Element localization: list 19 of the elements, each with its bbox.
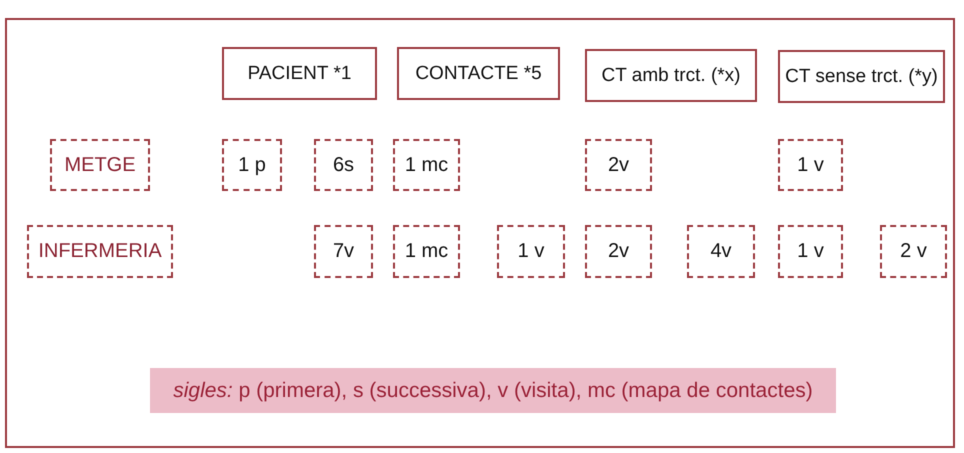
row-header-box: METGE	[50, 139, 150, 191]
abbreviations-note: sigles: p (primera), s (successiva), v (visita), mc (mapa de contactes)	[150, 368, 836, 413]
count-box: 4v	[687, 225, 755, 278]
count-box: 2v	[585, 139, 652, 191]
count-box: 1 p	[222, 139, 282, 191]
column-header-box: PACIENT *1	[222, 47, 377, 100]
column-header-box: CT sense trct. (*y)	[778, 50, 945, 103]
count-box: 1 v	[497, 225, 565, 278]
count-box: 1 mc	[393, 225, 460, 278]
column-header-box: CONTACTE *5	[397, 47, 560, 100]
count-box: 2 v	[880, 225, 947, 278]
count-box: 1 mc	[393, 139, 460, 191]
count-box: 6s	[314, 139, 373, 191]
row-header-box: INFERMERIA	[27, 225, 173, 278]
count-box: 1 v	[778, 225, 843, 278]
count-box: 2v	[585, 225, 652, 278]
count-box: 7v	[314, 225, 373, 278]
count-box: 1 v	[778, 139, 843, 191]
column-header-box: CT amb trct. (*x)	[585, 49, 757, 102]
